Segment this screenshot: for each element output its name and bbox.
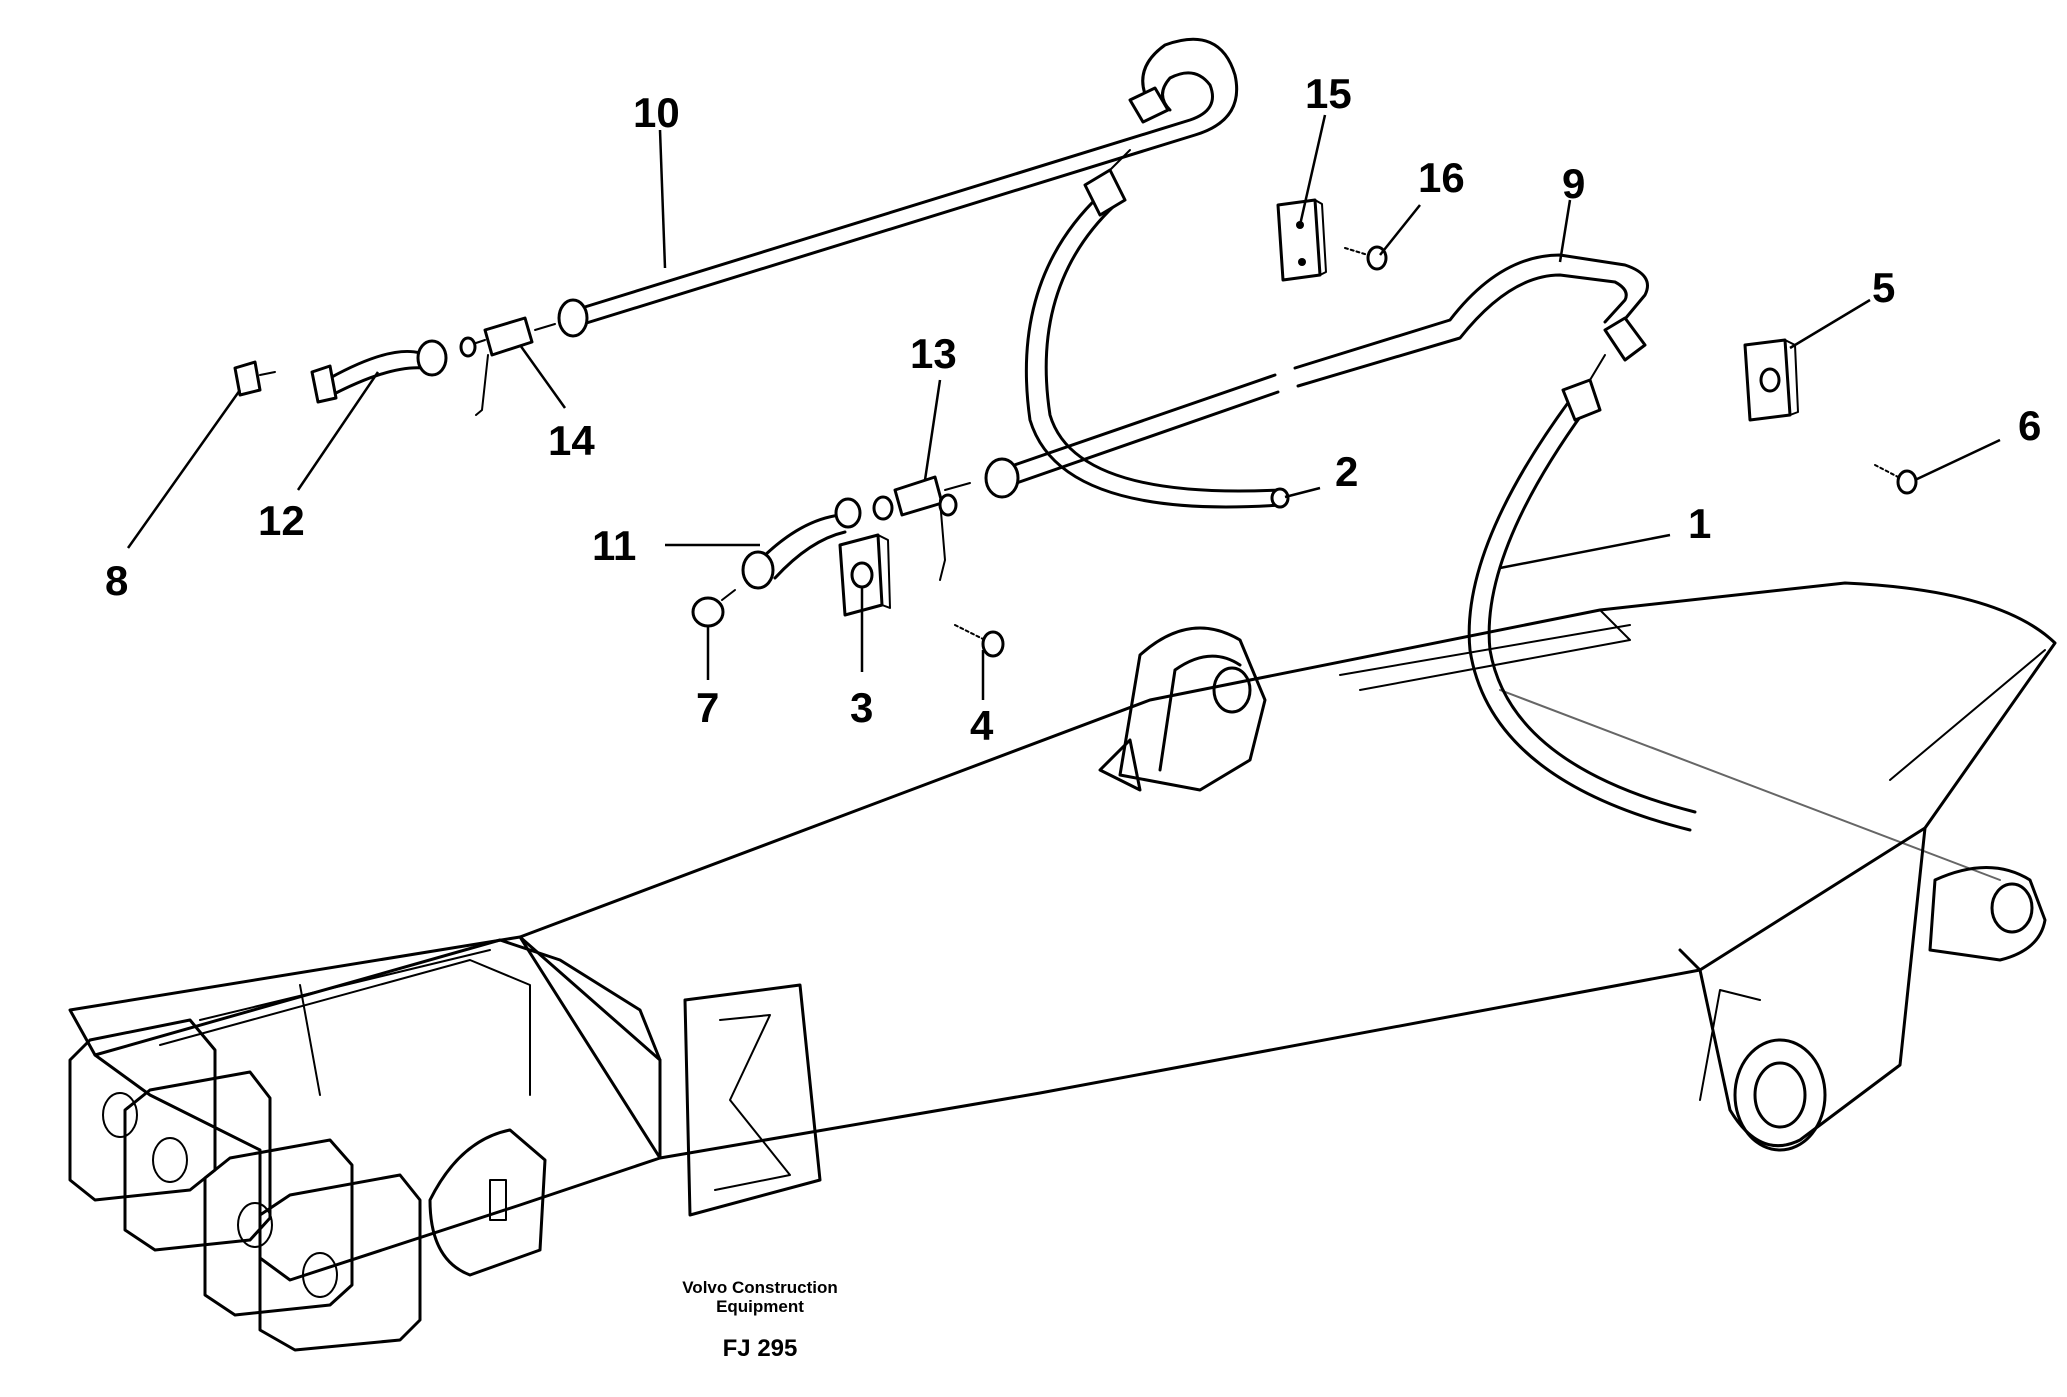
plate-top bbox=[1276, 198, 1327, 282]
callout-2: 2 bbox=[1335, 448, 1358, 495]
callout-12: 12 bbox=[258, 497, 305, 544]
hose-short bbox=[1024, 149, 1290, 509]
callout-7: 7 bbox=[696, 684, 719, 731]
callout-15: 15 bbox=[1305, 70, 1352, 117]
hose-elbow-front bbox=[741, 497, 862, 590]
callout-14: 14 bbox=[548, 417, 595, 464]
hose-elbow-rear bbox=[310, 339, 448, 404]
manufacturer-line-2: Equipment bbox=[716, 1297, 804, 1316]
valve-front bbox=[872, 475, 971, 581]
callout-3: 3 bbox=[850, 684, 873, 731]
valve-rear bbox=[459, 316, 556, 416]
pipe-lower bbox=[984, 253, 1649, 499]
cap-rear bbox=[233, 360, 276, 397]
hose-long bbox=[1467, 354, 1697, 832]
callout-16: 16 bbox=[1418, 154, 1465, 201]
callout-13: 13 bbox=[910, 330, 957, 377]
clamp-block-front bbox=[838, 533, 891, 617]
callout-9: 9 bbox=[1562, 160, 1585, 207]
screw-top bbox=[1344, 245, 1388, 271]
manufacturer-line-1: Volvo Construction bbox=[682, 1278, 838, 1297]
cap-front bbox=[691, 589, 736, 628]
callout-10: 10 bbox=[633, 89, 680, 136]
figure-code: FJ 295 bbox=[722, 1335, 798, 1362]
clamp-block-right bbox=[1743, 338, 1799, 422]
callout-6: 6 bbox=[2018, 402, 2041, 449]
manufacturer-caption: Volvo Construction Equipment bbox=[640, 1278, 880, 1316]
pipe-upper bbox=[557, 37, 1239, 338]
boom-arm bbox=[68, 581, 2057, 1352]
callout-8: 8 bbox=[105, 557, 128, 604]
screw-front bbox=[954, 624, 1005, 658]
callout-4: 4 bbox=[970, 702, 994, 749]
callout-numbers: 1 2 3 4 5 6 7 8 9 10 11 12 13 14 15 16 bbox=[105, 70, 2041, 749]
callout-leaders bbox=[126, 114, 2001, 700]
callout-1: 1 bbox=[1688, 500, 1711, 547]
screw-right bbox=[1874, 464, 1918, 495]
callout-11: 11 bbox=[592, 522, 636, 569]
callout-5: 5 bbox=[1872, 264, 1895, 311]
